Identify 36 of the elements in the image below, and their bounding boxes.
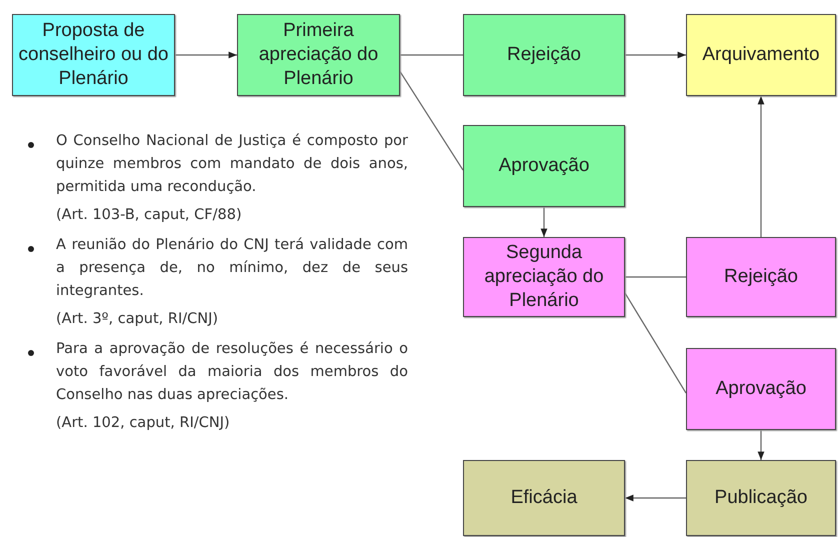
box-label: Rejeição [507,43,581,67]
box-label: Eficácia [510,486,578,510]
citation-text: (Art. 3º, caput, RI/CNJ) [56,310,220,329]
connector-line [400,54,463,56]
process-box [12,14,175,96]
box-label: Rejeição [724,265,798,289]
process-box [237,14,400,96]
citation-text: (Art. 103-B, caput, CF/88) [56,206,243,225]
box-label: Primeira apreciação do Plenário [258,19,380,91]
box-label: Proposta de conselheiro ou do Plenário [18,19,170,91]
arrow [758,430,764,460]
box-label: Segunda apreciação do Plenário [483,241,605,313]
box-label: Arquivamento [702,43,820,67]
box-label: Aprovação [716,377,806,401]
process-box [686,348,836,430]
connector-line [624,292,687,394]
arrow [540,207,548,237]
process-box [686,460,836,536]
process-box [686,237,836,317]
connector-line [625,276,686,278]
bullet-text: O Conselho Nacional de Justiça é composto por quinze membros com mandato de dois anos, permitida uma recondução. [56,132,408,197]
process-box [463,237,625,317]
arrow [625,494,686,502]
process-box [686,14,836,96]
arrow [758,96,764,237]
process-box [463,460,625,536]
box-label: Publicação [714,486,808,510]
arrow [625,52,686,58]
connector-line [400,71,464,170]
bullet-text: A reunião do Plenário do CNJ terá validade com a presença de, no mínimo, dez de seus integrantes. [56,236,408,301]
process-box [463,125,625,207]
bullet-text: Para a aprovação de resoluções é necessário o voto favorável da maioria dos membros do Conselho nas duas apreciações. [56,340,408,405]
citation-text: (Art. 102, caput, RI/CNJ) [56,414,231,433]
arrow [175,52,237,58]
box-label: Aprovação [498,154,590,178]
process-box [463,14,625,96]
